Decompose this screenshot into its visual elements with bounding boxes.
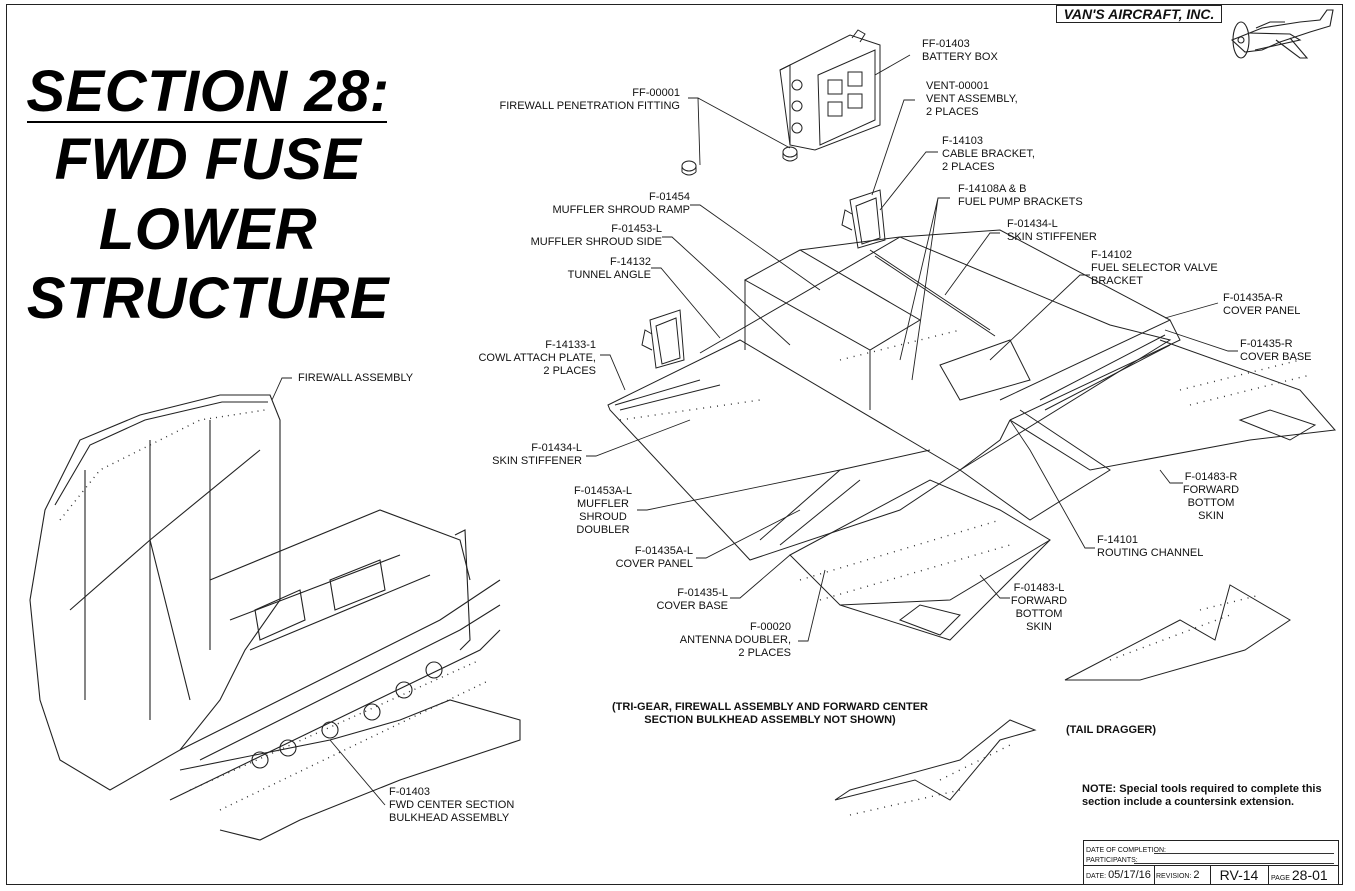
label-routing-channel: F-14101 ROUTING CHANNEL (1097, 534, 1204, 559)
participants-label: PARTICIPANTS: (1086, 857, 1138, 864)
date-of-completion-label: DATE OF COMPLETION: (1086, 847, 1166, 854)
page-cell: PAGE 28-01 (1268, 866, 1338, 884)
label-forward-bottom-skin-r: F-01483-R FORWARD BOTTOM SKIN (1182, 471, 1240, 522)
label-cable-bracket: F-14103 CABLE BRACKET, 2 PLACES (942, 135, 1035, 173)
drawing-border (6, 4, 1343, 885)
label-muffler-shroud-side: F-01453-L MUFFLER SHROUD SIDE (530, 223, 662, 248)
label-firewall-assembly: FIREWALL ASSEMBLY (298, 372, 414, 384)
tail-dragger-skin-drawing (834, 584, 1291, 801)
participants-row: PARTICIPANTS: (1086, 856, 1334, 865)
label-cover-base-l: F-01435-L COVER BASE (656, 587, 728, 612)
leader-lines (271, 54, 1238, 806)
section-title-line-4: STRUCTURE (26, 266, 390, 331)
revision-value: 2 (1193, 869, 1200, 881)
section-title-line-3: LOWER (98, 197, 318, 262)
label-muffler-shroud-ramp: F-01454 MUFFLER SHROUD RAMP (552, 191, 690, 216)
brand-label: VAN'S AIRCRAFT, INC. (1056, 5, 1222, 23)
firewall-assembly-drawing (29, 394, 521, 841)
label-cover-panel-r: F-01435A-R COVER PANEL (1223, 292, 1301, 317)
battery-box-drawing (779, 29, 881, 151)
floor-skin-drawing (607, 229, 1337, 641)
date-of-completion-line (1154, 853, 1334, 854)
model-cell: RV-14 (1210, 866, 1269, 884)
label-fuel-selector-bracket: F-14102 FUEL SELECTOR VALVE BRACKET (1091, 249, 1218, 287)
revision-cell: REVISION: 2 (1154, 866, 1211, 884)
label-tunnel-angle: F-14132 TUNNEL ANGLE (567, 256, 651, 281)
label-cover-panel-l: F-01435A-L COVER PANEL (615, 545, 693, 570)
label-fuel-pump-brackets: F-14108A & B FUEL PUMP BRACKETS (958, 183, 1083, 208)
label-vent-assembly: VENT-00001 VENT ASSEMBLY, 2 PLACES (926, 80, 1018, 118)
page-label: PAGE (1271, 875, 1290, 882)
label-forward-bottom-skin-l: F-01483-L FORWARD BOTTOM SKIN (1010, 582, 1068, 633)
model-value: RV-14 (1219, 867, 1259, 883)
label-cowl-attach-plate: F-14133-1 COWL ATTACH PLATE, 2 PLACES (478, 339, 596, 377)
page-value: 28-01 (1291, 867, 1328, 883)
date-value: 05/17/16 (1108, 869, 1151, 881)
label-battery-box: FF-01403 BATTERY BOX (922, 38, 998, 63)
title-block: DATE OF COMPLETION: PARTICIPANTS: DATE: … (1083, 840, 1339, 885)
section-title-line-2: FWD FUSE (54, 127, 362, 192)
penetration-fitting-drawing (681, 146, 798, 176)
date-label: DATE: (1086, 873, 1107, 880)
note-tail-dragger: (TAIL DRAGGER) (1066, 724, 1157, 736)
label-antenna-doubler: F-00020 ANTENNA DOUBLER, 2 PLACES (679, 621, 791, 659)
label-cover-base-r: F-01435-R COVER BASE (1240, 338, 1312, 363)
section-title-line-1: SECTION 28: (26, 59, 390, 124)
label-skin-stiffener-top: F-01434-L SKIN STIFFENER (1007, 218, 1097, 243)
revision-label: REVISION: (1156, 873, 1192, 880)
label-muffler-shroud-doubler: F-01453A-L MUFFLER SHROUD DOUBLER (573, 485, 633, 536)
label-fwd-center-bulkhead: F-01403 FWD CENTER SECTION BULKHEAD ASSE… (389, 786, 515, 824)
note-special-tools: NOTE: Special tools required to complete… (1082, 783, 1322, 808)
airplane-logo-icon (1230, 9, 1334, 59)
date-of-completion-row: DATE OF COMPLETION: (1086, 846, 1334, 855)
label-skin-stiffener-left: F-01434-L SKIN STIFFENER (492, 442, 582, 467)
label-firewall-penetration-fitting: FF-00001 FIREWALL PENETRATION FITTING (499, 87, 681, 112)
participants-line (1134, 863, 1334, 864)
title-block-bottom-row: DATE: 05/17/16 REVISION: 2 RV-14 PAGE 28… (1084, 865, 1338, 884)
vent-assembly-drawing (641, 189, 886, 369)
note-not-shown: (TRI-GEAR, FIREWALL ASSEMBLY AND FORWARD… (612, 701, 928, 726)
rivet-pattern-drawing (619, 329, 1311, 601)
title-underline (27, 121, 387, 123)
date-cell: DATE: 05/17/16 (1084, 866, 1155, 884)
